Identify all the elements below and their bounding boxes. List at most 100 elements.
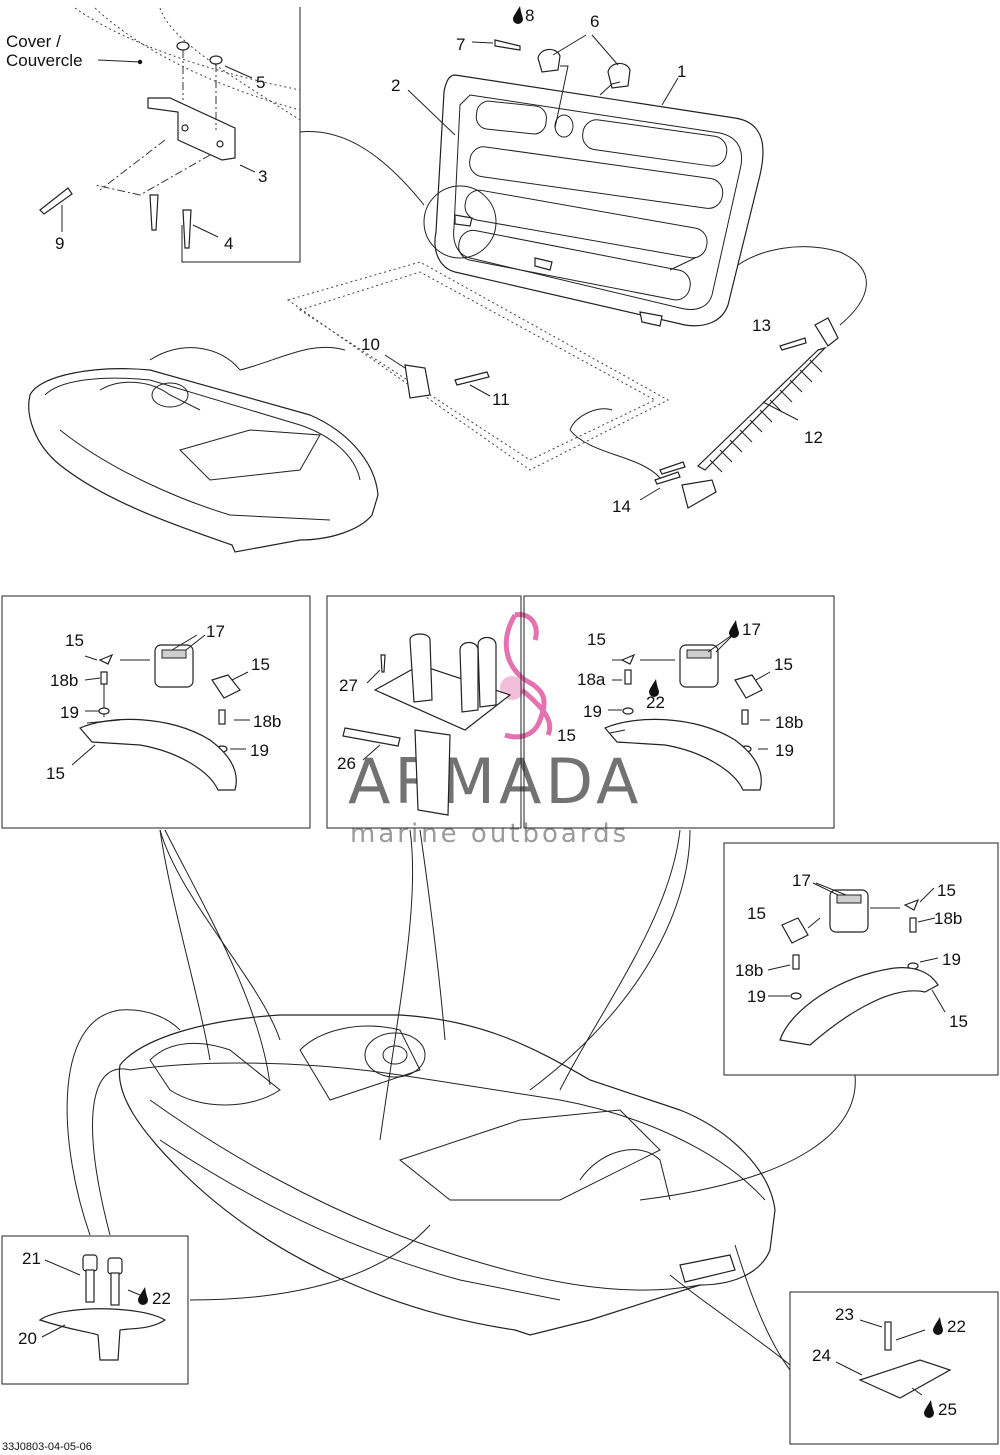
throttle-base-plate (373, 664, 512, 731)
clip (903, 898, 920, 911)
callout-r15b: 15 (774, 655, 793, 674)
callout-r19a: 19 (583, 702, 602, 721)
clip (620, 653, 636, 665)
callout-12: 12 (804, 428, 823, 447)
callout-6: 6 (590, 12, 599, 31)
insert (781, 917, 809, 944)
rivet (39, 187, 73, 215)
mount-plate (342, 727, 401, 747)
callout-r15a: 15 (587, 630, 606, 649)
screw (884, 1321, 892, 1351)
callout-l17: 17 (206, 622, 225, 641)
callout-f18b-a: 18b (934, 909, 962, 928)
callout-l15c: 15 (46, 764, 65, 783)
insert (211, 674, 241, 699)
callout-f15c: 15 (949, 1012, 968, 1031)
callout-labels: 1 2 3 4 5 6 7 8 9 10 11 12 13 14 15 17 1… (18, 6, 968, 1419)
screw (218, 709, 226, 725)
callout-r22: 22 (646, 693, 665, 712)
latch (537, 48, 561, 73)
bolt-head (107, 1257, 123, 1275)
callout-f19b: 19 (747, 987, 766, 1006)
callout-27: 27 (339, 676, 358, 695)
callout-f17: 17 (792, 871, 811, 890)
screw (654, 471, 681, 485)
inset-frame-bottom-right (789, 1291, 999, 1445)
throttle-control-inset (326, 595, 522, 829)
watermark-tagline: marine outboards (350, 819, 629, 849)
front-grab-handle-inset (723, 842, 999, 1076)
bracket (404, 364, 431, 399)
engine-cover-panel (434, 74, 764, 327)
callout-9: 9 (55, 234, 64, 253)
pad (858, 1359, 952, 1399)
callout-20: 20 (18, 1329, 37, 1348)
callout-23: 23 (835, 1305, 854, 1324)
callout-11: 11 (492, 390, 510, 409)
grab-handle (604, 718, 762, 791)
right-grab-handle-inset (523, 595, 835, 829)
callout-26: 26 (337, 754, 356, 773)
screw (454, 371, 490, 386)
gas-spring (569, 246, 867, 509)
callout-l19b: 19 (250, 741, 269, 760)
screw (909, 917, 917, 933)
inset-frame-center (326, 595, 522, 829)
screw (792, 954, 800, 970)
callout-1: 1 (677, 62, 686, 81)
oil-drop-icon (933, 1317, 943, 1335)
callout-10: 10 (361, 335, 380, 354)
rivet (182, 209, 192, 249)
screw (100, 671, 108, 685)
propeller-logo (500, 612, 553, 740)
watermark-brand: ARMADA (348, 745, 642, 818)
screw (494, 39, 521, 51)
clip (98, 653, 114, 665)
callout-24: 24 (812, 1346, 831, 1365)
callout-2: 2 (391, 76, 400, 95)
callout-4: 4 (224, 234, 233, 253)
callout-7: 7 (456, 35, 465, 54)
bolt-head (82, 1254, 98, 1272)
screw (624, 669, 632, 685)
throttle-lever (409, 633, 433, 703)
watermark: ARMADA marine outboards (348, 612, 642, 849)
callout-l15b: 15 (251, 655, 270, 674)
callout-25: 25 (938, 1400, 957, 1419)
cover-hinge-inset: Cover / Couvercle (6, 7, 301, 263)
washer (622, 707, 634, 715)
boat-overview-small (28, 346, 379, 553)
washer (790, 992, 802, 1000)
hinge-bracket (147, 97, 236, 161)
callout-r15c: 15 (557, 726, 576, 745)
callout-r18a: 18a (577, 670, 606, 689)
inset-frame-left (1, 595, 311, 829)
inset-frame-right (523, 595, 835, 829)
pad-inset (789, 1291, 999, 1445)
callout-f15a: 15 (937, 881, 956, 900)
oil-drop-icon (924, 1400, 934, 1418)
screw (380, 654, 386, 673)
oil-drop-icon (649, 679, 659, 697)
callout-13: 13 (752, 316, 771, 335)
inset-frame-top-left (181, 7, 301, 263)
callout-f19a: 19 (942, 950, 961, 969)
cleat (38, 1308, 167, 1361)
washer (209, 55, 223, 65)
grab-handle (779, 967, 939, 1046)
left-grab-handle-inset (1, 595, 311, 829)
oil-drop-icon (138, 1287, 148, 1305)
callout-22b: 22 (947, 1317, 966, 1336)
grab-handle (79, 718, 237, 791)
callout-22a: 22 (152, 1289, 171, 1308)
callout-5: 5 (256, 73, 265, 92)
oil-drop-icon (729, 620, 739, 638)
screw (741, 709, 749, 725)
insert (734, 674, 763, 699)
washer (98, 707, 110, 715)
diagram-reference-code: 33J0803-04-05-06 (2, 1441, 92, 1453)
cover-label-en: Cover / (6, 32, 61, 51)
shift-lever (459, 641, 479, 713)
